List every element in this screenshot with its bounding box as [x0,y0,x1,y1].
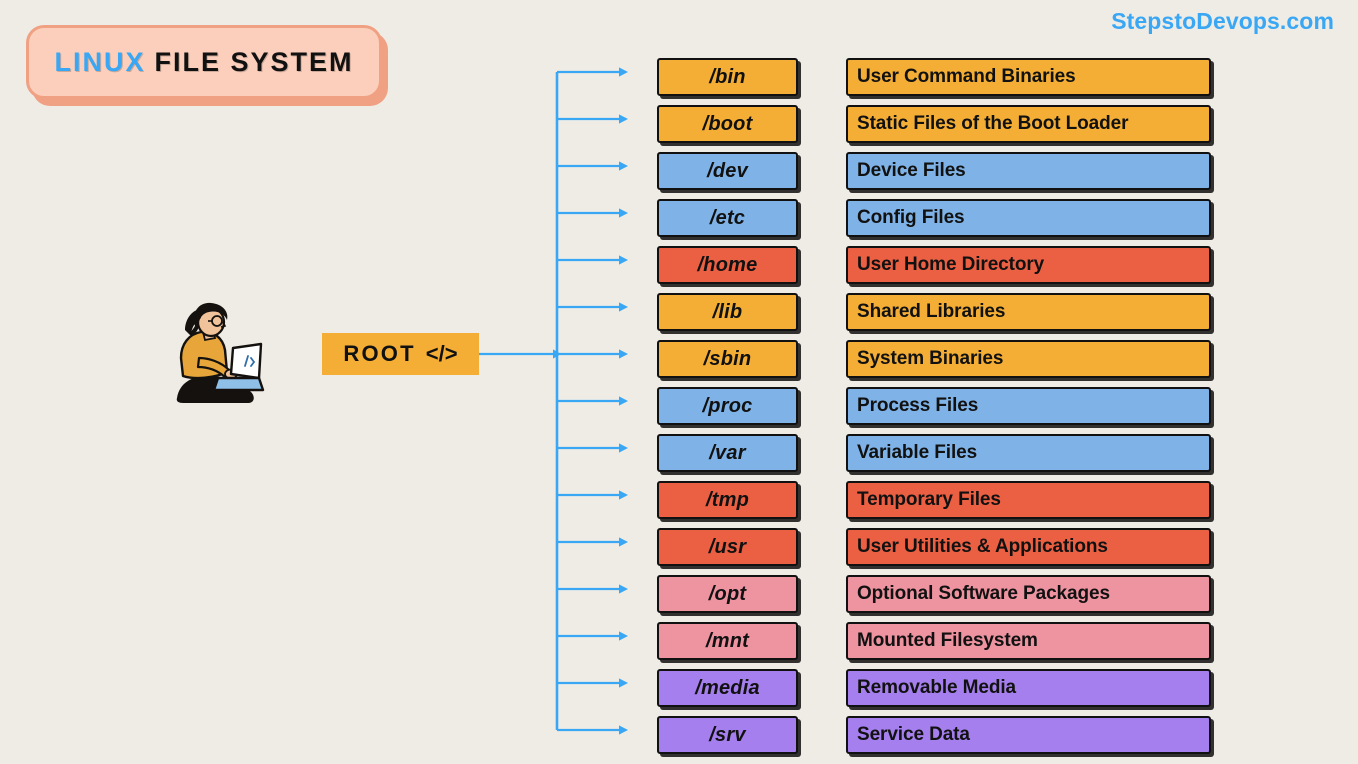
directory-label: /usr [708,535,747,558]
directory-label: /bin [709,65,746,88]
filesystem-row: /home User Home Directory [0,246,1358,284]
directory-label: /dev [707,159,748,182]
directory-label: /proc [702,394,753,417]
description-box-boot[interactable]: Static Files of the Boot Loader [846,105,1211,143]
description-label: Mounted Filesystem [857,630,1038,651]
directory-box-etc[interactable]: /etc [657,199,798,237]
description-label: User Utilities & Applications [857,536,1108,557]
directory-label: /etc [709,206,746,229]
description-box-usr[interactable]: User Utilities & Applications [846,528,1211,566]
directory-label: /var [709,441,746,464]
description-label: Variable Files [857,442,978,463]
code-brackets-icon: </> [425,341,458,366]
description-box-srv[interactable]: Service Data [846,716,1211,754]
directory-box-proc[interactable]: /proc [657,387,798,425]
filesystem-row: /opt Optional Software Packages [0,575,1358,613]
description-box-lib[interactable]: Shared Libraries [846,293,1211,331]
directory-label: /media [695,676,760,699]
description-box-var[interactable]: Variable Files [846,434,1211,472]
filesystem-row: /tmp Temporary Files [0,481,1358,519]
directory-box-boot[interactable]: /boot [657,105,798,143]
description-box-proc[interactable]: Process Files [846,387,1211,425]
directory-box-opt[interactable]: /opt [657,575,798,613]
page-title-badge: LINUX FILE SYSTEM [26,25,382,99]
directory-label: /mnt [705,629,750,652]
root-node-label: ROOT [343,341,416,366]
filesystem-row: /boot Static Files of the Boot Loader [0,105,1358,143]
directory-label: /lib [712,300,743,323]
description-label: Process Files [857,395,979,416]
filesystem-row: /var Variable Files [0,434,1358,472]
description-box-mnt[interactable]: Mounted Filesystem [846,622,1211,660]
directory-box-bin[interactable]: /bin [657,58,798,96]
description-box-home[interactable]: User Home Directory [846,246,1211,284]
filesystem-row: /media Removable Media [0,669,1358,707]
filesystem-row: /mnt Mounted Filesystem [0,622,1358,660]
directory-box-home[interactable]: /home [657,246,798,284]
directory-box-dev[interactable]: /dev [657,152,798,190]
page-title-highlight: LINUX [54,46,146,77]
filesystem-row: /srv Service Data [0,716,1358,754]
directory-label: /tmp [705,488,750,511]
description-box-etc[interactable]: Config Files [846,199,1211,237]
filesystem-row: /proc Process Files [0,387,1358,425]
directory-box-srv[interactable]: /srv [657,716,798,754]
directory-box-lib[interactable]: /lib [657,293,798,331]
directory-label: /opt [708,582,747,605]
filesystem-row: /usr User Utilities & Applications [0,528,1358,566]
description-label: Removable Media [857,677,1016,698]
directory-label: /home [697,253,758,276]
filesystem-row: /dev Device Files [0,152,1358,190]
description-box-media[interactable]: Removable Media [846,669,1211,707]
directory-box-mnt[interactable]: /mnt [657,622,798,660]
description-label: Device Files [857,160,966,181]
description-label: Optional Software Packages [857,583,1110,604]
directory-label: /sbin [703,347,752,370]
root-node[interactable]: ROOT </> [322,333,479,375]
filesystem-row: /lib Shared Libraries [0,293,1358,331]
filesystem-row: /bin User Command Binaries [0,58,1358,96]
description-label: User Home Directory [857,254,1045,275]
description-label: User Command Binaries [857,66,1076,87]
description-box-sbin[interactable]: System Binaries [846,340,1211,378]
description-label: System Binaries [857,348,1004,369]
directory-box-tmp[interactable]: /tmp [657,481,798,519]
filesystem-row: /sbin System Binaries [0,340,1358,378]
directory-box-sbin[interactable]: /sbin [657,340,798,378]
directory-box-media[interactable]: /media [657,669,798,707]
person-with-laptop-illustration [155,300,275,420]
description-label: Service Data [857,724,970,745]
description-box-opt[interactable]: Optional Software Packages [846,575,1211,613]
page-title-rest: FILE SYSTEM [154,46,354,77]
description-box-bin[interactable]: User Command Binaries [846,58,1211,96]
directory-box-usr[interactable]: /usr [657,528,798,566]
directory-label: /boot [702,112,753,135]
filesystem-row: /etc Config Files [0,199,1358,237]
directory-label: /srv [709,723,746,746]
description-label: Config Files [857,207,965,228]
description-box-tmp[interactable]: Temporary Files [846,481,1211,519]
description-label: Static Files of the Boot Loader [857,113,1129,134]
directory-box-var[interactable]: /var [657,434,798,472]
description-box-dev[interactable]: Device Files [846,152,1211,190]
site-watermark: StepstoDevops.com [1111,8,1334,34]
description-label: Temporary Files [857,489,1001,510]
description-label: Shared Libraries [857,301,1006,322]
